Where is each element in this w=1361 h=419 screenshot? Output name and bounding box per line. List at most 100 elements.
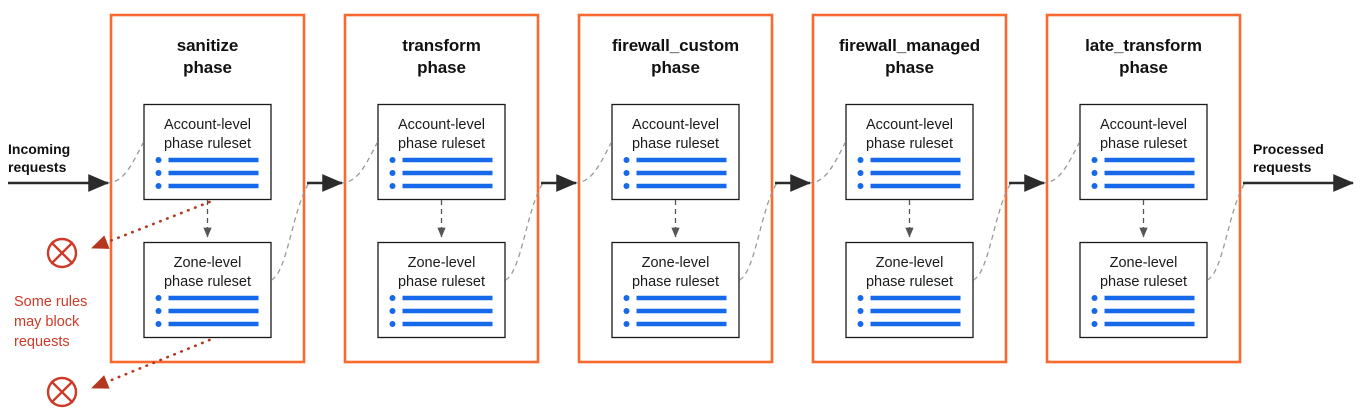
ruleset-label-line1: Account-level [397, 117, 486, 133]
incoming-requests-line2: requests [8, 159, 67, 176]
ruleset-box-late_transform-account[interactable] [1079, 103, 1208, 201]
rule-bullet [623, 170, 630, 176]
phase-frame-firewall_custom[interactable] [577, 13, 774, 364]
ruleset-label-line2: phase ruleset [163, 273, 252, 290]
ruleset-box-firewall_custom-account[interactable] [611, 103, 740, 201]
ruleset-label-line2: phase ruleset [397, 273, 486, 290]
ruleset-box-transform-zone[interactable] [377, 241, 506, 339]
ruleset-box-firewall_custom-zone[interactable] [611, 241, 740, 339]
rule-bullet [155, 308, 162, 314]
incoming-requests-line1: Incoming [8, 141, 71, 157]
rule-bullet [857, 170, 864, 176]
rule-lines-group [155, 157, 1195, 327]
phase-entry-curve-firewall_managed [807, 141, 847, 184]
rule-bullet [857, 295, 864, 301]
rule-bullet [155, 295, 162, 301]
processed-requests-line1: Processed [1253, 141, 1324, 157]
phase-title-line1: firewall_custom [612, 36, 739, 55]
rule-bullet [389, 183, 396, 189]
block-note-line1: Some rules [14, 294, 88, 310]
ruleset-box-sanitize-account[interactable] [143, 103, 272, 201]
rule-bullet [857, 157, 864, 163]
incoming-requests-label: Incoming requests [8, 140, 104, 177]
block-icons-group [46, 237, 78, 408]
ruleset-label-line2: phase ruleset [1099, 135, 1188, 152]
phase-title-line1: late_transform [1085, 36, 1202, 55]
ruleset-label-line2: phase ruleset [163, 135, 252, 152]
phase-frame-sanitize[interactable] [109, 13, 306, 364]
phase-title-line1: sanitize [176, 36, 239, 55]
ruleset-box-firewall_managed-zone[interactable] [845, 241, 974, 339]
phase-title-line2: phase [417, 58, 466, 78]
circle-x-ring [46, 376, 78, 408]
phase-frame-transform[interactable] [343, 13, 540, 364]
ruleset-label-line2: phase ruleset [631, 273, 720, 290]
rule-bullet [857, 308, 864, 314]
ruleset-box-firewall_managed-account[interactable] [845, 103, 974, 201]
phase-title-line2: phase [183, 58, 232, 78]
rule-bullet [1091, 183, 1098, 189]
phase-frames-group [109, 13, 1242, 364]
blocked-request-icon-zone[interactable] [46, 376, 78, 408]
ruleset-label-line1: Account-level [1099, 117, 1188, 133]
block-note-line2: may block [14, 314, 80, 330]
rule-bullet [389, 295, 396, 301]
rule-bullet [623, 321, 630, 327]
ruleset-frames-group [143, 103, 1208, 339]
phase-frame-late_transform[interactable] [1045, 13, 1242, 364]
rule-bullet [857, 183, 864, 189]
phase-frame-firewall_managed[interactable] [811, 13, 1008, 364]
phase-exit-curve-firewall_managed [973, 182, 1012, 281]
rule-bullet [1091, 295, 1098, 301]
phase-entry-curve-sanitize [105, 141, 145, 184]
phase-exit-curve-firewall_custom [739, 182, 778, 281]
phase-exit-curve-transform [505, 182, 544, 281]
phase-title-line2: phase [885, 58, 934, 78]
rule-bullet [155, 157, 162, 163]
ruleset-box-late_transform-zone[interactable] [1079, 241, 1208, 339]
phase-title-line1: transform [402, 36, 481, 55]
phase-exit-curve-sanitize [271, 182, 310, 281]
phase-title-line2: phase [651, 58, 700, 78]
circle-x-stroke-2 [50, 241, 74, 265]
phase-title-sanitize: sanitize phase [110, 35, 305, 80]
ruleset-box-sanitize-zone[interactable] [143, 241, 272, 339]
blocked-request-icon-account[interactable] [46, 237, 78, 269]
rule-bullet [1091, 308, 1098, 314]
rule-bullet [155, 170, 162, 176]
rule-bullet [389, 157, 396, 163]
ruleset-box-transform-account[interactable] [377, 103, 506, 201]
rule-bullet [623, 183, 630, 189]
ruleset-label-line1: Zone-level [875, 255, 944, 271]
circle-x-stroke-2 [50, 380, 74, 404]
ruleset-label-line2: phase ruleset [397, 135, 486, 152]
phase-title-line2: phase [1119, 58, 1168, 78]
rule-bullet [623, 295, 630, 301]
blocked-request-arrow-account [90, 200, 211, 250]
processed-requests-line2: requests [1253, 159, 1312, 176]
ruleset-label-line2: phase ruleset [865, 273, 954, 290]
processed-requests-label: Processed requests [1253, 140, 1357, 177]
phase-title-line1: firewall_managed [838, 36, 981, 55]
phase-exit-curve-late_transform [1207, 182, 1246, 281]
ruleset-label-line2: phase ruleset [1099, 273, 1188, 290]
phase-title-transform: transform phase [344, 35, 539, 80]
blocked-request-arrow-zone [90, 338, 211, 390]
rule-bullet [389, 308, 396, 314]
ruleset-label-line1: Account-level [631, 117, 720, 133]
ruleset-label-firewall_managed-zone: Zone-level phase ruleset [846, 254, 974, 292]
phase-entry-curve-firewall_custom [573, 141, 613, 184]
rule-bullet [389, 321, 396, 327]
internal-connectors-group [105, 141, 1246, 281]
ruleset-label-line2: phase ruleset [865, 135, 954, 152]
